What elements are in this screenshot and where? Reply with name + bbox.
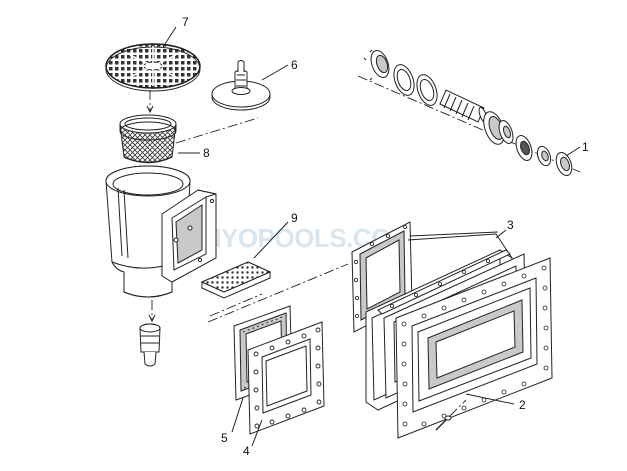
callout-6: 6	[291, 58, 298, 72]
callout-3: 3	[507, 218, 514, 232]
part-4-small-faceplate	[247, 321, 325, 435]
skimmer-body	[105, 165, 217, 298]
part-6-float-cap	[211, 60, 271, 111]
part-8-basket	[119, 114, 177, 164]
leader-3	[495, 229, 507, 239]
part-1-return-fitting	[357, 49, 581, 177]
leader-2	[465, 393, 515, 405]
faceplate-screw	[435, 399, 467, 431]
callout-1: 1	[582, 140, 589, 154]
leader-1	[565, 146, 581, 157]
bottom-adapter	[139, 300, 161, 367]
leader-4	[251, 419, 263, 447]
callout-2: 2	[519, 398, 526, 412]
leader-9	[253, 221, 289, 259]
callout-9: 9	[291, 211, 298, 225]
callout-8: 8	[203, 146, 210, 160]
callout-5: 5	[221, 431, 228, 445]
callout-7: 7	[182, 15, 189, 29]
leader-6	[261, 64, 289, 81]
part-3-wide-mouth-extension	[351, 221, 553, 439]
leader-5	[231, 397, 244, 433]
callout-4: 4	[243, 444, 250, 458]
part-9-weir-door	[200, 261, 272, 299]
part-7-skimmer-lid	[105, 43, 201, 92]
leader-7	[162, 26, 177, 48]
